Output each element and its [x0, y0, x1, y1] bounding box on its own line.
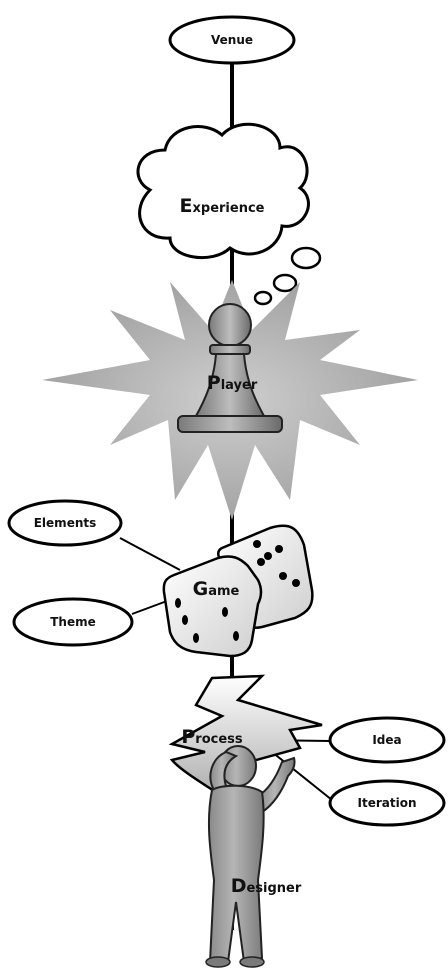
iteration-label: Iteration — [358, 796, 417, 810]
process-node: Process — [168, 674, 323, 808]
designer-node: Designer — [205, 745, 302, 968]
theme-label: Theme — [50, 615, 96, 629]
theme-node: Theme — [12, 597, 134, 647]
thought-bubble-large — [290, 246, 322, 270]
thinking-person-icon — [205, 745, 296, 968]
game-node: Game — [162, 524, 314, 658]
lightning-bolt-shape — [168, 674, 323, 808]
player-node: Player — [42, 280, 418, 520]
thought-cloud-shape — [136, 122, 310, 260]
idea-node: Idea — [328, 716, 446, 764]
die-front-icon — [162, 555, 263, 658]
venue-label: Venue — [211, 33, 253, 47]
thought-bubble-small — [253, 290, 273, 306]
experience-node: Experience — [136, 122, 322, 306]
process-label: Process — [181, 726, 243, 748]
pawn-icon — [177, 303, 283, 433]
idea-label: Idea — [372, 733, 401, 747]
thought-bubble-medium — [272, 273, 298, 293]
player-label: Player — [207, 372, 258, 394]
elements-node: Elements — [7, 499, 123, 547]
elements-connector — [119, 537, 181, 571]
elements-label: Elements — [34, 516, 97, 530]
venue-node: Venue — [168, 15, 296, 65]
designer-label: Designer — [231, 875, 302, 897]
game-label: Game — [193, 578, 240, 600]
experience-label: Experience — [180, 195, 265, 217]
iteration-node: Iteration — [328, 779, 446, 827]
